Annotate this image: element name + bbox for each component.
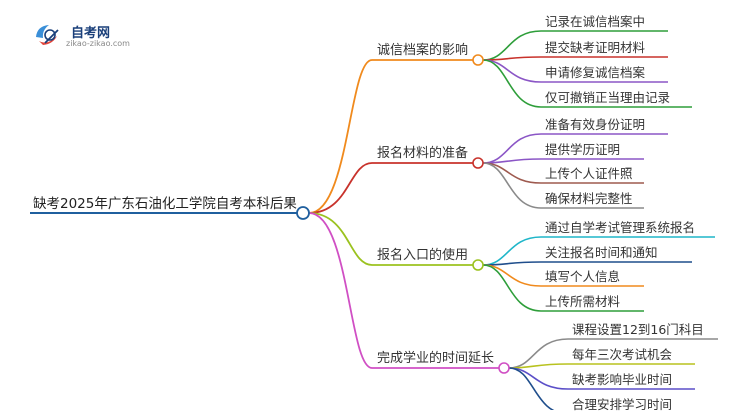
branch-node-circle: [498, 362, 510, 374]
leaf-connector: [482, 264, 542, 287]
leaf-node[interactable]: 缺考影响毕业时间: [572, 372, 673, 387]
leaf-connector: [482, 162, 542, 209]
leaf-node[interactable]: 申请修复诚信档案: [545, 65, 646, 80]
logo-url: zikao-zikao.com: [66, 39, 130, 48]
leaf-connector: [482, 30, 542, 61]
branch-node[interactable]: 完成学业的时间延长: [377, 351, 495, 366]
branch-connector: [308, 212, 373, 369]
leaf-node[interactable]: 上传所需材料: [545, 294, 621, 309]
leaf-node[interactable]: 填写个人信息: [545, 269, 621, 284]
logo-title: 自考网: [71, 26, 111, 41]
branch-node[interactable]: 报名入口的使用: [377, 248, 469, 263]
leaf-connector: [482, 59, 542, 83]
leaf-connector: [482, 59, 542, 108]
root-node[interactable]: 缺考2025年广东石油化工学院自考本科后果: [33, 196, 297, 212]
leaf-node[interactable]: 提供学历证明: [545, 142, 621, 157]
branch-connector: [308, 212, 373, 266]
leaf-node[interactable]: 课程设置12到16门科目: [572, 322, 704, 337]
leaf-node[interactable]: 关注报名时间和通知: [545, 245, 658, 260]
branch-node[interactable]: 报名材料的准备: [377, 146, 469, 161]
branch-node[interactable]: 诚信档案的影响: [377, 43, 469, 58]
leaf-node[interactable]: 合理安排学习时间: [572, 397, 673, 412]
leaf-node[interactable]: 记录在诚信档案中: [545, 14, 646, 29]
site-logo[interactable]: 自考网 zikao-zikao.com: [33, 20, 143, 52]
leaf-node[interactable]: 仅可撤销正当理由记录: [545, 90, 671, 105]
leaf-connector: [482, 236, 542, 266]
branch-node-circle: [472, 157, 484, 169]
leaf-node[interactable]: 上传个人证件照: [545, 166, 633, 181]
branch-node-circle: [472, 259, 484, 271]
leaf-node[interactable]: 通过自学考试管理系统报名: [545, 220, 696, 235]
branch-connector: [308, 162, 373, 214]
leaf-node[interactable]: 每年三次考试机会: [572, 347, 673, 362]
leaf-connector: [482, 264, 542, 312]
leaf-node[interactable]: 提交缺考证明材料: [545, 40, 646, 55]
root-node-circle: [296, 206, 310, 220]
logo-mark-icon: [36, 25, 59, 45]
leaf-node[interactable]: 确保材料完整性: [545, 191, 633, 206]
leaf-connector: [508, 367, 555, 410]
leaf-node[interactable]: 准备有效身份证明: [545, 117, 646, 132]
branch-node-circle: [472, 54, 484, 66]
branch-connector: [308, 59, 373, 214]
